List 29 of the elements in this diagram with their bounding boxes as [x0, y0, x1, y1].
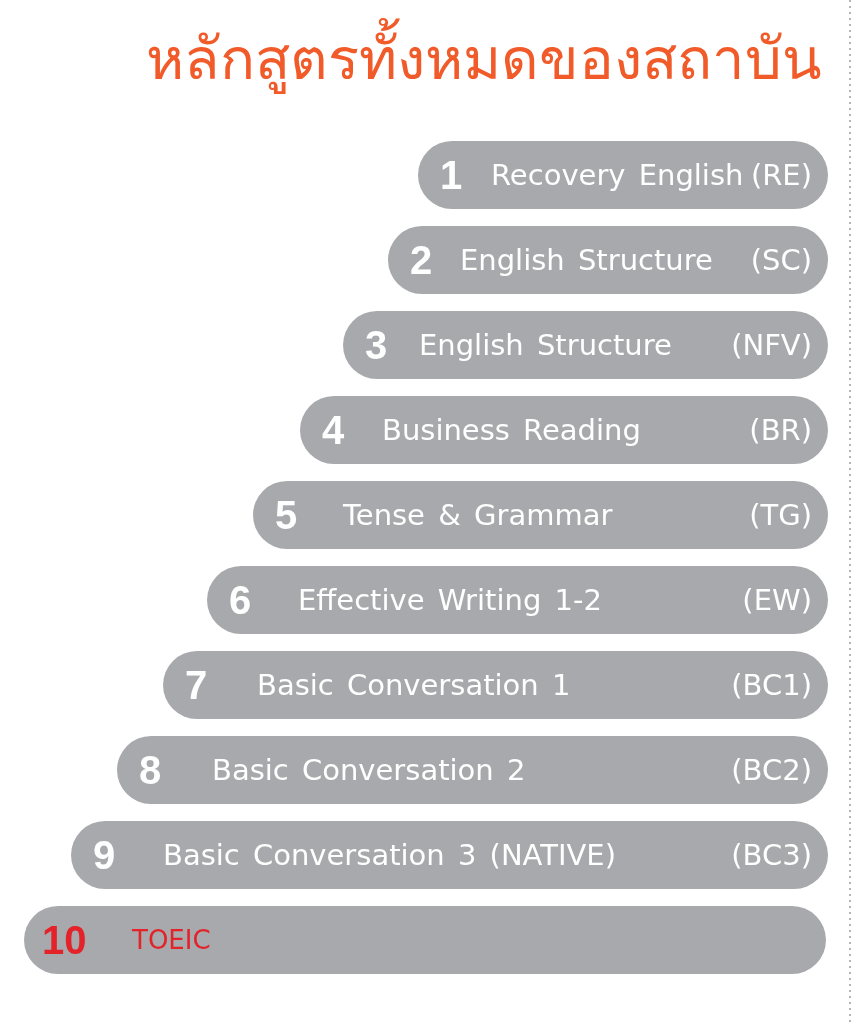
course-name: Tense & Grammar	[343, 498, 613, 532]
course-code: (BC3)	[731, 838, 812, 872]
course-name: Basic Conversation 1	[257, 668, 571, 702]
course-number: 4	[322, 407, 345, 453]
course-code: (SC)	[750, 243, 812, 277]
course-number: 3	[365, 322, 388, 368]
course-name: Basic Conversation 3 (NATIVE)	[163, 838, 616, 872]
course-number: 8	[139, 747, 162, 793]
course-number: 1	[440, 152, 463, 198]
course-number: 6	[229, 577, 252, 623]
course-code: (NFV)	[731, 328, 812, 362]
course-name: Effective Writing 1-2	[298, 583, 602, 617]
course-number: 10	[42, 917, 87, 963]
course-number: 2	[410, 237, 433, 283]
course-name: Recovery English	[491, 158, 744, 192]
course-code: (BC1)	[731, 668, 812, 702]
course-code: (BR)	[749, 413, 812, 447]
course-name: Business Reading	[382, 413, 641, 447]
course-code: (BC2)	[731, 753, 812, 787]
course-number: 9	[93, 832, 116, 878]
course-name: TOEIC	[132, 925, 211, 955]
course-code: (TG)	[749, 498, 812, 532]
course-number: 5	[275, 492, 298, 538]
course-name: English Structure	[419, 328, 672, 362]
course-code: (EW)	[742, 583, 812, 617]
course-name: Basic Conversation 2	[212, 753, 526, 787]
course-code: (RE)	[750, 158, 812, 192]
course-number: 7	[185, 662, 208, 708]
course-name: English Structure	[460, 243, 713, 277]
